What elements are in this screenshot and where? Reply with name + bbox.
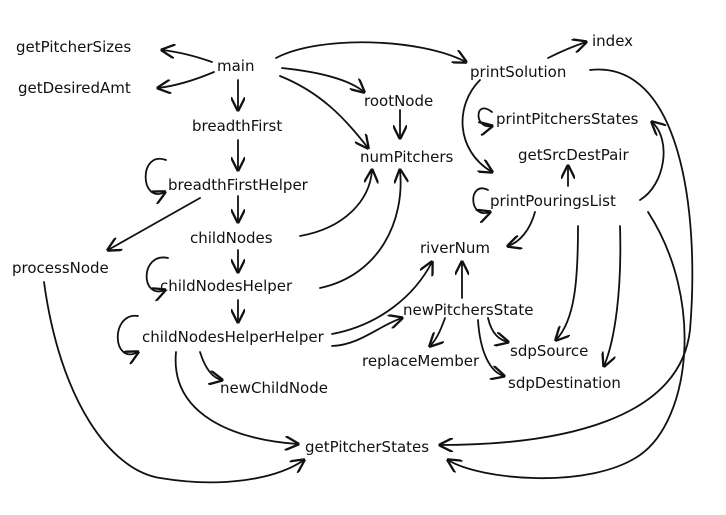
edge-printPitchersStates-self — [477, 107, 493, 126]
node-index: index — [592, 32, 633, 50]
edge-main-rootNode — [281, 67, 364, 92]
edge-childNodesHelperHelper-getPitcherStates — [174, 351, 298, 444]
edge-childNodes-numPitchers — [299, 170, 372, 237]
edge-printPouringsList-sdpSource — [556, 225, 579, 340]
edge-printSolution-index — [547, 42, 586, 59]
edge-printPouringsList-self — [472, 187, 490, 213]
node-newChildNode: newChildNode — [220, 379, 328, 397]
edge-childNodesHelperHelper-newPitchersState — [331, 318, 402, 347]
node-getPitcherSizes: getPitcherSizes — [16, 38, 131, 56]
edge-childNodesHelperHelper-self — [116, 315, 138, 355]
node-sdpDestination: sdpDestination — [508, 374, 621, 392]
node-newPitchersState: newPitchersState — [403, 301, 533, 319]
node-processNode: processNode — [12, 259, 109, 277]
node-printPouringsList: printPouringsList — [490, 192, 616, 210]
node-getPitcherStates: getPitcherStates — [305, 438, 429, 456]
edge-main-printSolution — [275, 41, 466, 62]
node-sdpSource: sdpSource — [510, 342, 588, 360]
edge-childNodesHelperHelper-riverNum — [331, 262, 432, 335]
edge-main-numPitchers — [279, 75, 368, 148]
node-rootNode: rootNode — [364, 92, 433, 110]
edge-newPitchersState-sdpDestination — [477, 319, 504, 376]
edge-main-getPitcherSizes — [162, 50, 213, 63]
edge-main-getDesiredAmt — [158, 71, 215, 88]
edge-newPitchersState-sdpSource — [487, 317, 508, 342]
node-childNodesHelperHelper: childNodesHelperHelper — [142, 328, 325, 346]
edge-breadthFirstHelper-self — [144, 157, 166, 194]
node-printPitchersStates: printPitchersStates — [496, 110, 639, 128]
node-childNodes: childNodes — [190, 229, 273, 247]
edge-printPouringsList-getPitcherStates — [448, 211, 686, 480]
edge-printPouringsList-riverNum — [508, 211, 536, 246]
node-numPitchers: numPitchers — [360, 148, 454, 166]
node-childNodesHelper: childNodesHelper — [160, 277, 293, 295]
edges — [43, 41, 694, 484]
node-getDesiredAmt: getDesiredAmt — [18, 79, 131, 97]
node-getSrcDestPair: getSrcDestPair — [518, 146, 629, 164]
node-printSolution: printSolution — [470, 63, 566, 81]
edge-printPouringsList-sdpDestination — [604, 225, 622, 366]
node-main: main — [217, 57, 254, 75]
edge-printSolution-getPitcherStates — [440, 68, 694, 445]
edge-childNodesHelper-numPitchers — [319, 170, 401, 289]
edge-childNodesHelper-self — [145, 256, 169, 291]
node-riverNum: riverNum — [420, 239, 490, 257]
edge-childNodesHelperHelper-newChildNode — [199, 351, 222, 380]
edge-printPouringsList-printPitchersStates — [639, 122, 664, 201]
edge-printSolution-printPouringsList — [461, 79, 492, 172]
edge-processNode-getPitcherStates — [43, 281, 304, 484]
nodes: getPitcherSizes getDesiredAmt main rootN… — [12, 32, 639, 456]
edge-newPitchersState-replaceMember — [430, 317, 446, 346]
node-replaceMember: replaceMember — [362, 352, 480, 370]
node-breadthFirstHelper: breadthFirstHelper — [168, 176, 309, 194]
node-breadthFirst: breadthFirst — [192, 117, 282, 135]
edge-breadthFirstHelper-processNode — [108, 197, 201, 250]
